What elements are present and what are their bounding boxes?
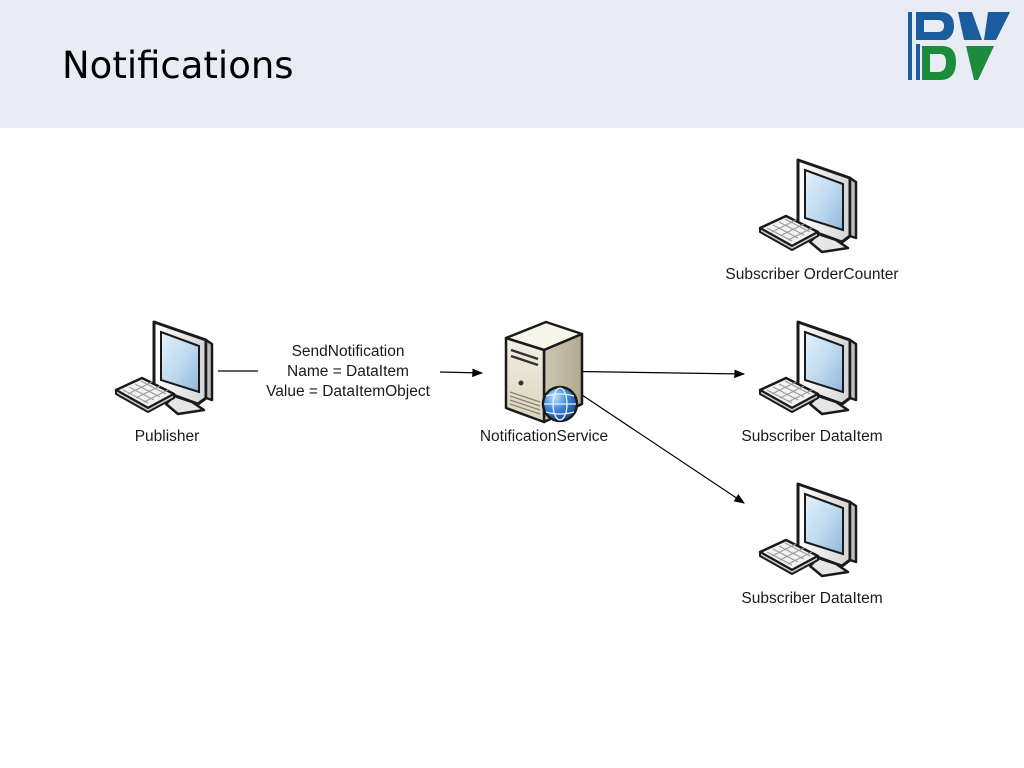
node-label-subscriber-dataitem-1: Subscriber DataItem: [741, 428, 883, 445]
node-label-publisher: Publisher: [134, 428, 200, 445]
publisher-computer-icon: [114, 320, 214, 416]
node-label-subscriber-order-counter: Subscriber OrderCounter: [725, 266, 899, 283]
node-label-subscriber-dataitem-2: Subscriber DataItem: [741, 590, 883, 607]
notification-service-server-icon: [504, 320, 584, 424]
subscriber-dataitem-2-computer-icon: [758, 482, 858, 578]
slide-title: Notifications: [62, 44, 294, 87]
edge-publisher-to-service: [439, 368, 484, 378]
bv-logo: [908, 12, 1010, 80]
subscriber-dataitem-1-computer-icon: [758, 320, 858, 416]
node-label-notification-service: NotificationService: [479, 428, 609, 445]
edge-label-send-notification: SendNotification Name = DataItem Value =…: [266, 342, 430, 402]
slide-header: Notifications: [0, 0, 1024, 128]
message-line-send-notification: SendNotification: [291, 343, 405, 360]
message-line-value: Value = DataItemObject: [266, 383, 430, 400]
subscriber-order-counter-computer-icon: [758, 158, 858, 254]
message-line-name: Name = DataItem: [287, 363, 409, 380]
